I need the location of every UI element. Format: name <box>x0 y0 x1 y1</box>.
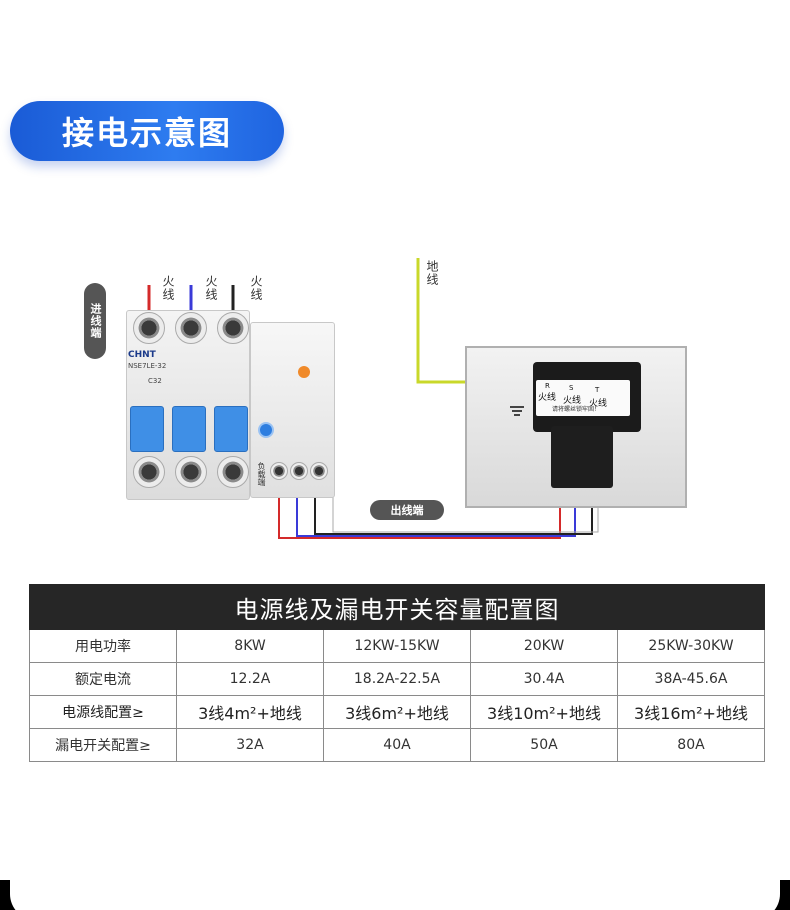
breaker-model: NSE7LE-32 <box>128 362 167 370</box>
breaker-lever-2 <box>172 406 206 452</box>
input-wire-label-1: 火线 <box>161 275 175 301</box>
table-cell: 12KW-15KW <box>323 629 471 663</box>
table-cell: 3线6m²+地线 <box>323 695 471 729</box>
table-cell: 12.2A <box>176 662 324 696</box>
plug-note: 请将螺丝锁牢固！ <box>552 406 601 413</box>
plug-letter-r: R <box>545 382 550 390</box>
table-title: 电源线及漏电开关容量配置图 <box>29 584 765 630</box>
table-cell: 32A <box>176 728 324 762</box>
row-header: 电源线配置≥ <box>29 695 177 729</box>
ground-icon <box>510 404 524 418</box>
breaker-lever-3 <box>214 406 248 452</box>
table-cell: 3线4m²+地线 <box>176 695 324 729</box>
input-wire-label-2: 火线 <box>204 275 218 301</box>
table-cell: 40A <box>323 728 471 762</box>
input-end-label: 进线端 <box>84 283 106 359</box>
input-terminal-3 <box>217 312 249 344</box>
table-cell: 25KW-30KW <box>617 629 765 663</box>
table-cell: 80A <box>617 728 765 762</box>
plug-letter-s: S <box>569 384 574 392</box>
table-cell: 20KW <box>470 629 618 663</box>
row-header: 额定电流 <box>29 662 177 696</box>
table-row: 额定电流 12.2A 18.2A-22.5A 30.4A 38A-45.6A <box>29 662 765 696</box>
breaker-lever-1 <box>130 406 164 452</box>
table-row: 电源线配置≥ 3线4m²+地线 3线6m²+地线 3线10m²+地线 3线16m… <box>29 695 765 729</box>
load-end-label: 负载端 <box>257 462 266 486</box>
bottom-card <box>10 860 780 910</box>
table-cell: 18.2A-22.5A <box>323 662 471 696</box>
output-terminal-2 <box>175 456 207 488</box>
wiring-diagram: 进线端 火线 火线 火线 地线 CHNT NSE7LE-32 C32 负载端 出… <box>0 240 790 560</box>
plug-letter-t: T <box>595 386 600 394</box>
input-wire-label-3: 火线 <box>249 275 263 301</box>
ground-wire-label: 地线 <box>425 260 439 286</box>
load-terminal-2 <box>290 462 308 480</box>
breaker-brand: CHNT <box>128 350 156 360</box>
output-terminal-1 <box>133 456 165 488</box>
test-button-icon <box>258 422 274 438</box>
output-terminal-3 <box>217 456 249 488</box>
breaker-rating: C32 <box>148 377 162 385</box>
plug-wire-label-2: 火线 <box>563 396 582 406</box>
row-header: 用电功率 <box>29 629 177 663</box>
table-cell: 30.4A <box>470 662 618 696</box>
table-cell: 3线10m²+地线 <box>470 695 618 729</box>
indicator-icon <box>298 366 310 378</box>
table-cell: 50A <box>470 728 618 762</box>
input-terminal-1 <box>133 312 165 344</box>
table-cell: 38A-45.6A <box>617 662 765 696</box>
plug-wire-label-1: 火线 <box>538 393 557 403</box>
load-terminal-1 <box>270 462 288 480</box>
table-row: 漏电开关配置≥ 32A 40A 50A 80A <box>29 728 765 762</box>
input-terminal-2 <box>175 312 207 344</box>
plug-wire-label-3: 火线 <box>589 399 608 409</box>
load-terminal-3 <box>310 462 328 480</box>
row-header: 漏电开关配置≥ <box>29 728 177 762</box>
output-end-label: 出线端 <box>370 500 444 520</box>
table-row: 用电功率 8KW 12KW-15KW 20KW 25KW-30KW <box>29 629 765 663</box>
capacity-config-table: 电源线及漏电开关容量配置图 用电功率 8KW 12KW-15KW 20KW 25… <box>29 584 765 762</box>
plug-body <box>551 426 613 488</box>
table-cell: 3线16m²+地线 <box>617 695 765 729</box>
table-cell: 8KW <box>176 629 324 663</box>
section-title: 接电示意图 <box>10 101 284 161</box>
plug-label-plate <box>536 380 630 416</box>
